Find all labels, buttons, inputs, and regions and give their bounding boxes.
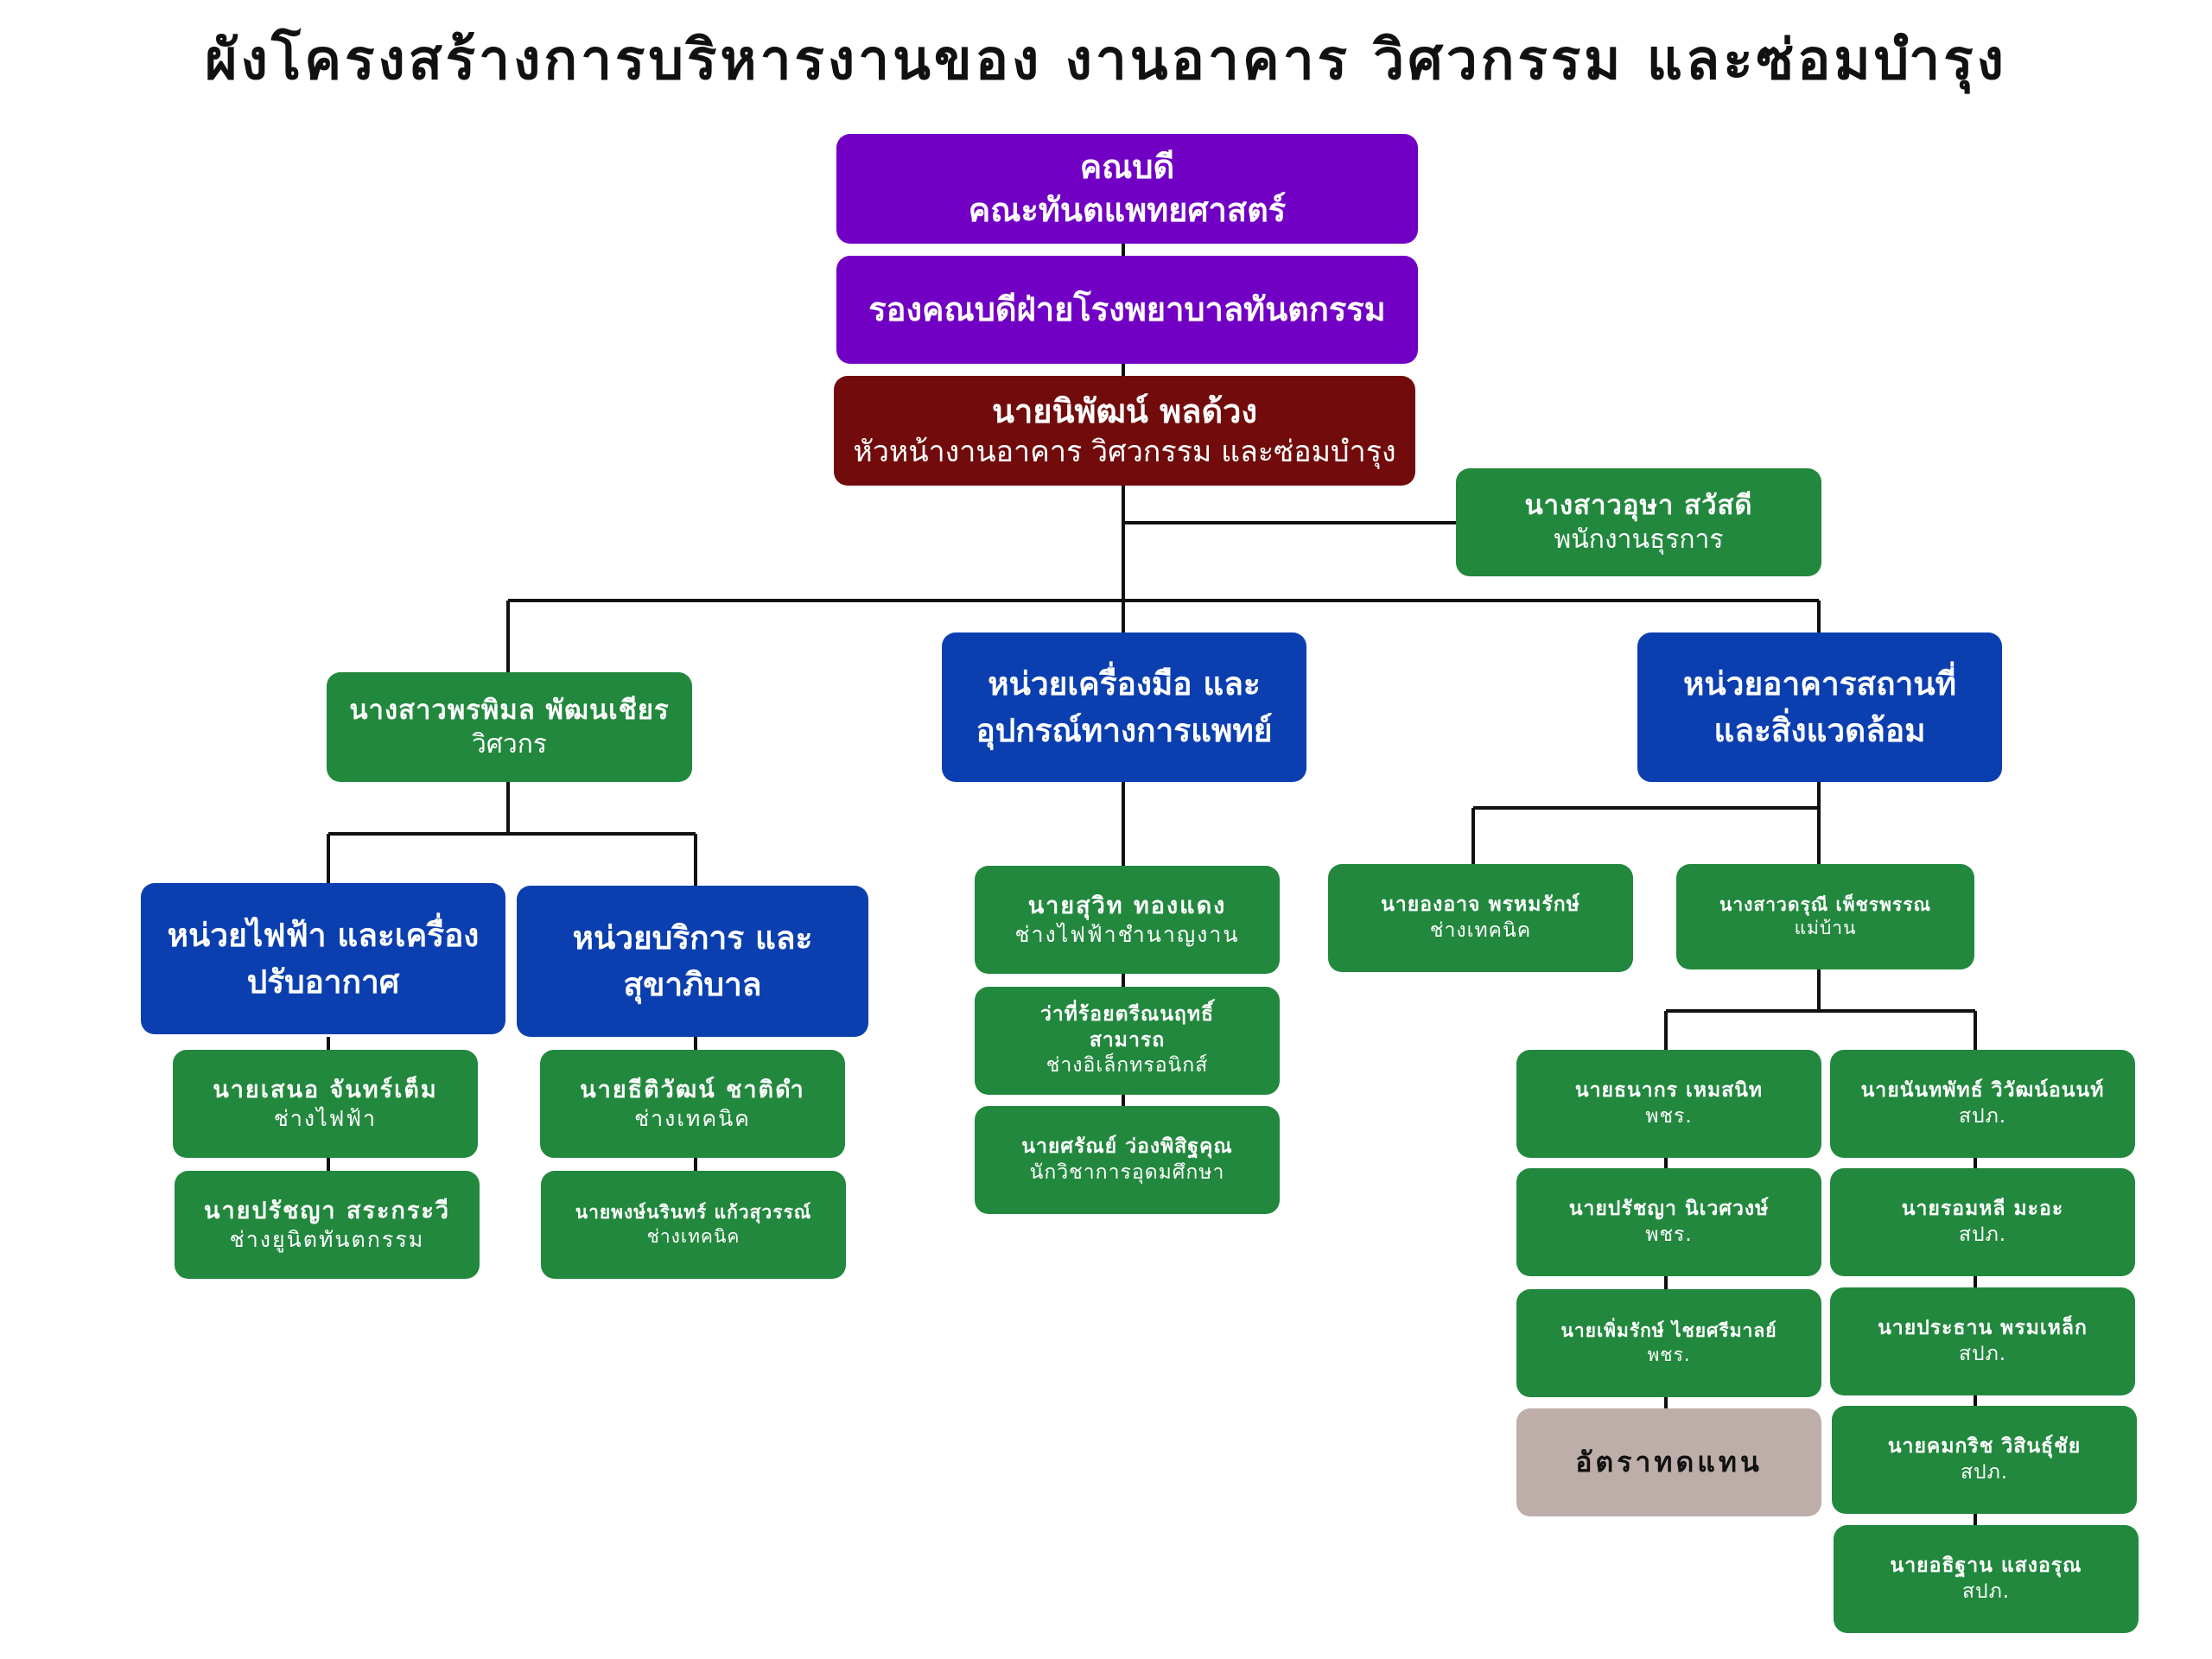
- staff-name: นายธนากร เหมสนิท: [1574, 1078, 1764, 1102]
- staff-name: นายปรัชญา สระกระวี: [204, 1197, 450, 1224]
- staff-role: สปภ.: [1958, 1342, 2007, 1365]
- staff-role: ช่างยูนิตทันตกรรม: [229, 1226, 425, 1252]
- staff-box: นายองอาจ พรหมรักษ์ ช่างเทคนิค: [1328, 864, 1633, 972]
- staff-box: นายสุวิท ทองแดง ช่างไฟฟ้าชำนาญงาน: [975, 866, 1280, 974]
- admin-officer-role: พนักงานธุรการ: [1554, 524, 1724, 556]
- staff-role: ช่างไฟฟ้า: [273, 1105, 378, 1131]
- unit-electrical-line1: หน่วยไฟฟ้า และเครื่อง: [167, 916, 480, 954]
- vacant-position-box: อัตราทดแทน: [1516, 1408, 1821, 1516]
- dean-faculty: คณะทันตแพทยศาสตร์: [968, 190, 1287, 229]
- staff-role: สปภ.: [1958, 1223, 2007, 1246]
- staff-box: นายรอมหลี มะอะ สปภ.: [1830, 1168, 2135, 1276]
- staff-name: นายปรัชญา นิเวศวงษ์: [1568, 1197, 1770, 1220]
- unit-service-box: หน่วยบริการ และ สุขาภิบาล: [517, 886, 868, 1037]
- staff-name: นายศรัณย์ ว่องพิสิฐคุณ: [1021, 1135, 1233, 1158]
- staff-name: นายคมกริช วิสินธุ์ชัย: [1887, 1434, 2082, 1458]
- unit-electrical-line2: ปรับอากาศ: [246, 963, 400, 1001]
- head-role: หัวหน้างานอาคาร วิศวกรรม และซ่อมบำรุง: [853, 435, 1396, 470]
- staff-box: นายปรัชญา สระกระวี ช่างยูนิตทันตกรรม: [175, 1171, 480, 1279]
- staff-role: พชร.: [1645, 1104, 1693, 1128]
- staff-role: สปภ.: [1958, 1104, 2007, 1128]
- head-name: นายนิพัฒน์ พลด้วง: [991, 391, 1258, 430]
- staff-box: นายคมกริช วิสินธุ์ชัย สปภ.: [1832, 1406, 2137, 1514]
- staff-box: นายเสนอ จันทร์เต็ม ช่างไฟฟ้า: [173, 1050, 478, 1158]
- staff-role: แม่บ้าน: [1794, 918, 1857, 938]
- associate-dean-box: รองคณบดีฝ่ายโรงพยาบาลทันตกรรม: [836, 256, 1418, 364]
- unit-service-line2: สุขาภิบาล: [623, 965, 762, 1003]
- staff-box: นายธนากร เหมสนิท พชร.: [1516, 1050, 1821, 1158]
- staff-name: นายรอมหลี มะอะ: [1901, 1197, 2064, 1220]
- admin-officer-box: นางสาวอุษา สวัสดี พนักงานธุรการ: [1456, 468, 1821, 576]
- staff-name: นายอธิฐาน แสงอรุณ: [1890, 1554, 2082, 1577]
- staff-name: นายสุวิท ทองแดง: [1027, 892, 1227, 919]
- engineer-box: นางสาวพรพิมล พัฒนเชียร วิศวกร: [327, 672, 692, 782]
- staff-box: นายเพิ่มรักษ์ ไชยศรีมาลย์ พชร.: [1516, 1289, 1821, 1397]
- staff-name: นายธีติวัฒน์ ชาติดำ: [580, 1076, 805, 1103]
- staff-name: นายเพิ่มรักษ์ ไชยศรีมาลย์: [1560, 1320, 1777, 1342]
- staff-role: ช่างเทคนิค: [1429, 918, 1532, 942]
- unit-medical-equipment-line2: อุปกรณ์ทางการแพทย์: [976, 711, 1273, 749]
- unit-medical-equipment-line1: หน่วยเครื่องมือ และ: [988, 664, 1261, 702]
- staff-role: พชร.: [1647, 1344, 1691, 1365]
- engineer-role: วิศวกร: [471, 729, 547, 760]
- associate-dean-title: รองคณบดีฝ่ายโรงพยาบาลทันตกรรม: [868, 289, 1386, 328]
- staff-role: สปภ.: [1960, 1460, 2009, 1484]
- staff-name: นายองอาจ พรหมรักษ์: [1381, 893, 1580, 916]
- dean-box: คณบดี คณะทันตแพทยศาสตร์: [836, 134, 1418, 244]
- staff-name: นายนันทพัทธ์ วิวัฒน์อนนท์: [1860, 1078, 2105, 1102]
- staff-box: นายศรัณย์ ว่องพิสิฐคุณ นักวิชาการอุดมศึก…: [975, 1106, 1280, 1214]
- unit-buildings-line1: หน่วยอาคารสถานที่: [1683, 664, 1956, 702]
- staff-name: นายพงษ์นรินทร์ แก้วสุวรรณ์: [575, 1202, 812, 1224]
- staff-role: ช่างเทคนิค: [646, 1225, 741, 1247]
- staff-role: นักวิชาการอุดมศึกษา: [1029, 1160, 1225, 1184]
- vacant-label: อัตราทดแทน: [1575, 1445, 1763, 1478]
- staff-box: นายนันทพัทธ์ วิวัฒน์อนนท์ สปภ.: [1830, 1050, 2135, 1158]
- staff-name: นายเสนอ จันทร์เต็ม: [213, 1076, 438, 1103]
- staff-box: นายปรัชญา นิเวศวงษ์ พชร.: [1516, 1168, 1821, 1276]
- staff-role: ช่างไฟฟ้าชำนาญงาน: [1014, 921, 1240, 947]
- staff-role: สปภ.: [1961, 1580, 2011, 1603]
- staff-box: นางสาวดรุณี เพ็ชรพรรณ แม่บ้าน: [1676, 864, 1974, 969]
- staff-role: ช่างเทคนิค: [634, 1105, 751, 1131]
- head-box: นายนิพัฒน์ พลด้วง หัวหน้างานอาคาร วิศวกร…: [834, 376, 1415, 486]
- staff-box: นายธีติวัฒน์ ชาติดำ ช่างเทคนิค: [540, 1050, 845, 1158]
- dean-title: คณบดี: [1079, 148, 1175, 187]
- staff-name: นางสาวดรุณี เพ็ชรพรรณ: [1719, 893, 1931, 915]
- staff-name: ว่าที่ร้อยตรีณนฤทธิ์: [1039, 1002, 1215, 1026]
- staff-role: ช่างอิเล็กทรอนิกส์: [1046, 1054, 1209, 1077]
- unit-buildings-line2: และสิ่งแวดล้อม: [1713, 711, 1926, 749]
- staff-box: ว่าที่ร้อยตรีณนฤทธิ์ สามารถ ช่างอิเล็กทร…: [975, 987, 1280, 1095]
- staff-box: นายพงษ์นรินทร์ แก้วสุวรรณ์ ช่างเทคนิค: [541, 1171, 846, 1279]
- staff-box: นายประธาน พรมเหล็ก สปภ.: [1830, 1287, 2135, 1395]
- staff-name: นายประธาน พรมเหล็ก: [1878, 1316, 2088, 1339]
- staff-name-line2: สามารถ: [1089, 1028, 1166, 1052]
- unit-medical-equipment-box: หน่วยเครื่องมือ และ อุปกรณ์ทางการแพทย์: [942, 632, 1306, 782]
- staff-role: พชร.: [1645, 1223, 1693, 1246]
- unit-electrical-box: หน่วยไฟฟ้า และเครื่อง ปรับอากาศ: [141, 883, 505, 1034]
- page-title: ผังโครงสร้างการบริหารงานของ งานอาคาร วิศ…: [205, 29, 2007, 92]
- staff-box: นายอธิฐาน แสงอรุณ สปภ.: [1834, 1525, 2139, 1633]
- engineer-name: นางสาวพรพิมล พัฒนเชียร: [349, 694, 670, 726]
- admin-officer-name: นางสาวอุษา สวัสดี: [1524, 489, 1753, 521]
- unit-buildings-box: หน่วยอาคารสถานที่ และสิ่งแวดล้อม: [1637, 632, 2002, 782]
- unit-service-line1: หน่วยบริการ และ: [572, 918, 813, 957]
